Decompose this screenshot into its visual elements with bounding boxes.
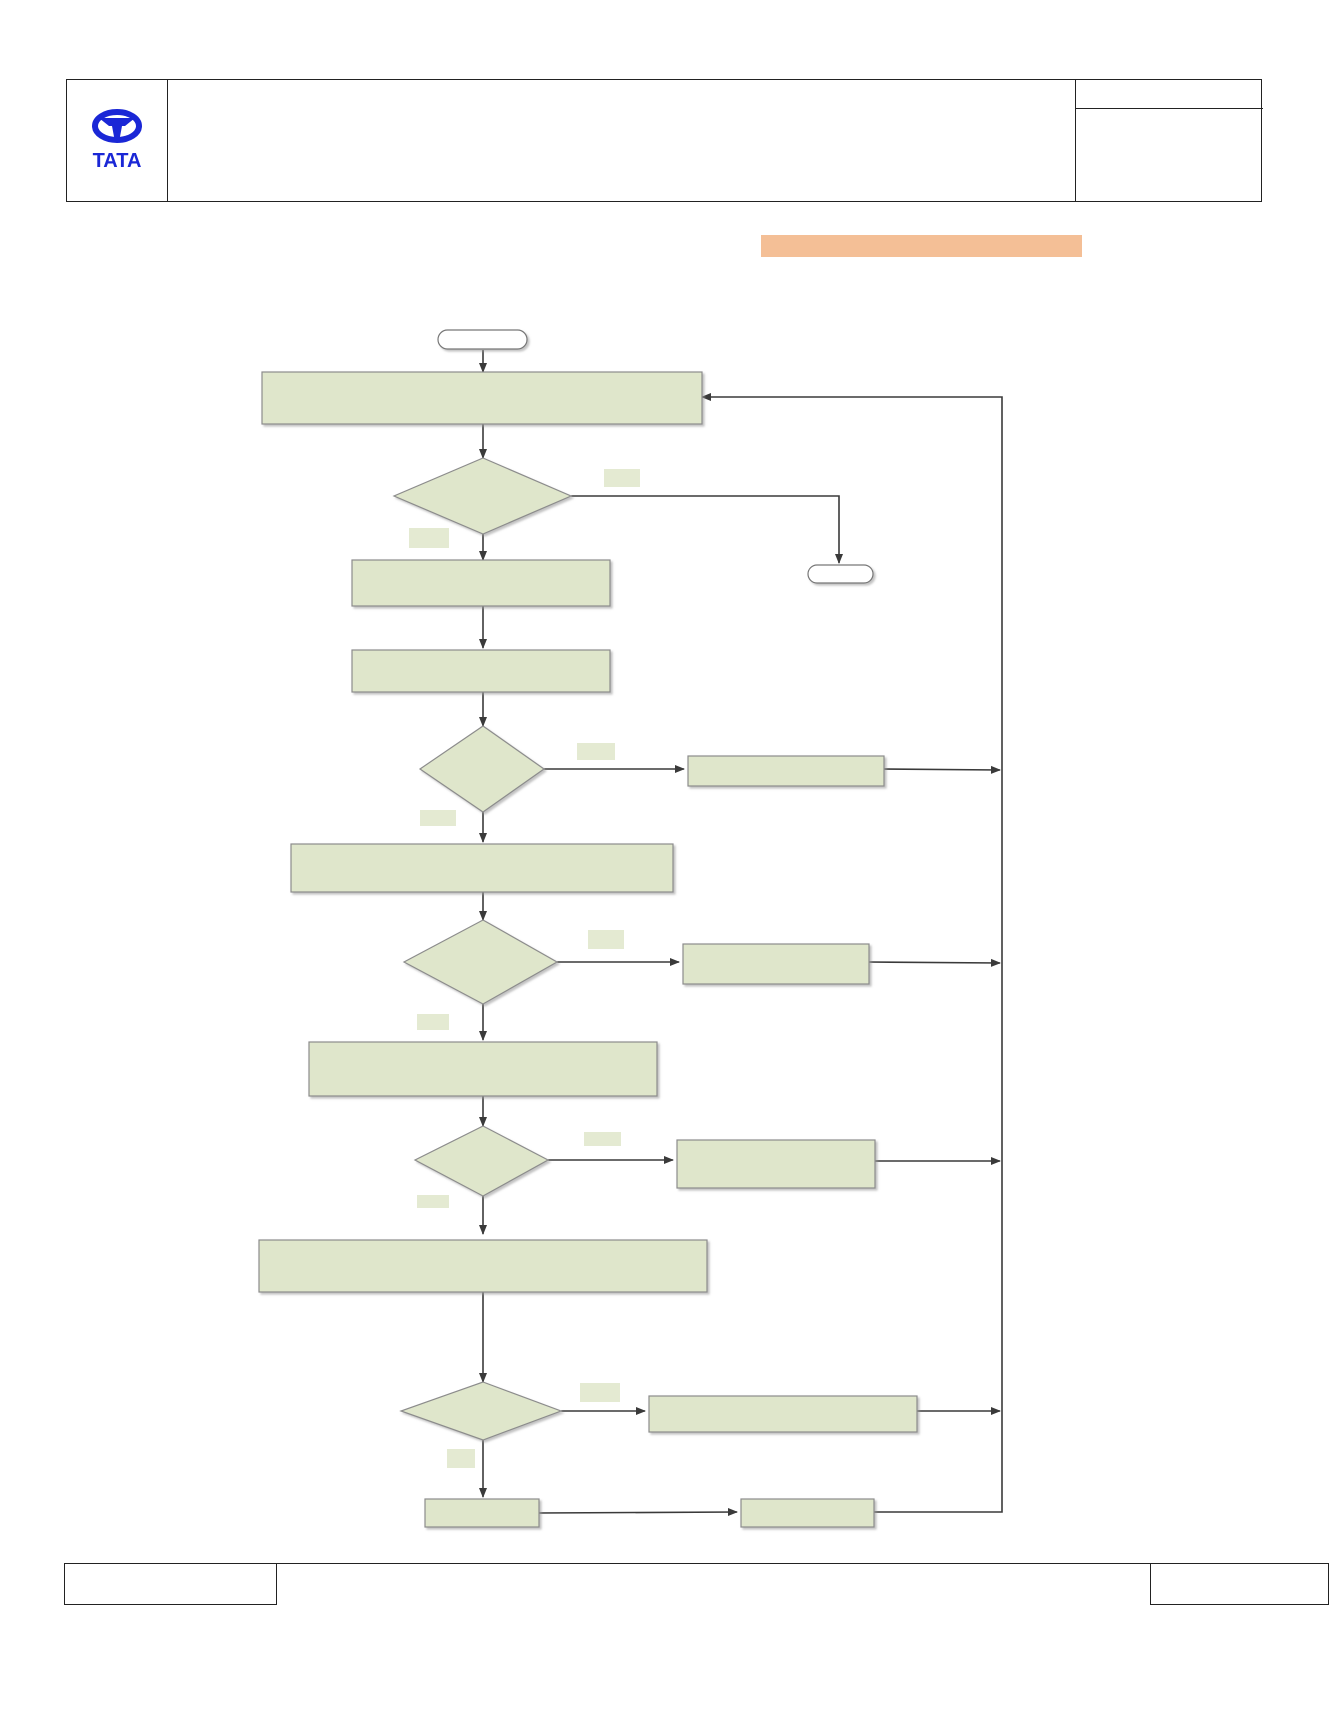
footer-top-rule bbox=[277, 1563, 1150, 1564]
branch-label-d2-right bbox=[577, 743, 615, 760]
tata-logo-icon: TATA bbox=[92, 109, 142, 172]
branch-label-d4-right bbox=[584, 1132, 621, 1146]
process-box-1 bbox=[261, 371, 703, 425]
process-box-7 bbox=[424, 1498, 540, 1528]
branch-label-d2-down bbox=[420, 810, 456, 826]
decision-3 bbox=[402, 919, 559, 1005]
side-box-3 bbox=[676, 1139, 876, 1189]
process-box-5 bbox=[308, 1041, 658, 1097]
logo-text: TATA bbox=[93, 150, 142, 172]
branch-label-d3-right bbox=[588, 930, 624, 949]
decision-2 bbox=[418, 725, 546, 813]
footer-right-box bbox=[1150, 1563, 1329, 1605]
branch-label-d4-down bbox=[417, 1195, 449, 1208]
process-box-4 bbox=[290, 843, 674, 893]
side-box-4 bbox=[648, 1395, 918, 1433]
branch-label-d1-right bbox=[604, 469, 640, 487]
logo: TATA bbox=[67, 80, 167, 200]
branch-label-d5-down bbox=[447, 1449, 475, 1468]
footer bbox=[64, 1563, 1329, 1605]
branch-label-d5-right bbox=[580, 1383, 620, 1402]
branch-label-d3-down bbox=[417, 1014, 449, 1030]
highlight-band bbox=[761, 235, 1082, 257]
branch-label-d1-down bbox=[409, 528, 449, 548]
side-box-1 bbox=[687, 755, 885, 787]
decision-1 bbox=[392, 457, 573, 535]
process-box-6 bbox=[258, 1239, 708, 1293]
process-box-2 bbox=[351, 559, 611, 607]
header-frame: TATA bbox=[66, 79, 1263, 202]
side-box-5 bbox=[740, 1498, 875, 1528]
footer-left-box bbox=[64, 1563, 277, 1605]
side-box-2 bbox=[682, 943, 870, 985]
process-box-3 bbox=[351, 649, 611, 693]
decision-5 bbox=[399, 1381, 563, 1441]
terminal-end bbox=[807, 564, 874, 584]
terminal-start bbox=[437, 329, 528, 350]
decision-4 bbox=[413, 1125, 550, 1197]
